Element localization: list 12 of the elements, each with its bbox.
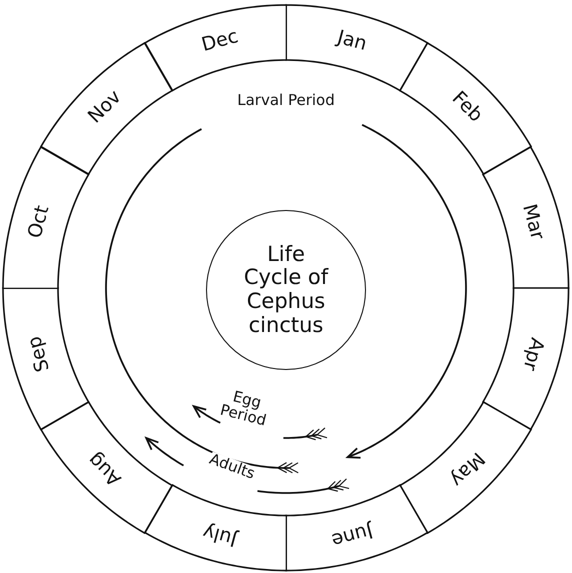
- title-text: Life Cycle of Cephus cinctus: [242, 242, 330, 338]
- month-label: Nov: [85, 87, 126, 128]
- month-label: Apr: [519, 336, 546, 372]
- month-label: Jan: [336, 28, 369, 54]
- month-label: Mar: [518, 202, 547, 242]
- month-label: Feb: [448, 88, 486, 126]
- month-label: June: [330, 520, 375, 550]
- month-label: Sep: [25, 334, 54, 374]
- month-label: Dec: [200, 27, 240, 56]
- month-label: Oct: [26, 204, 53, 240]
- month-label: July: [200, 521, 239, 548]
- center-circle: [206, 210, 366, 370]
